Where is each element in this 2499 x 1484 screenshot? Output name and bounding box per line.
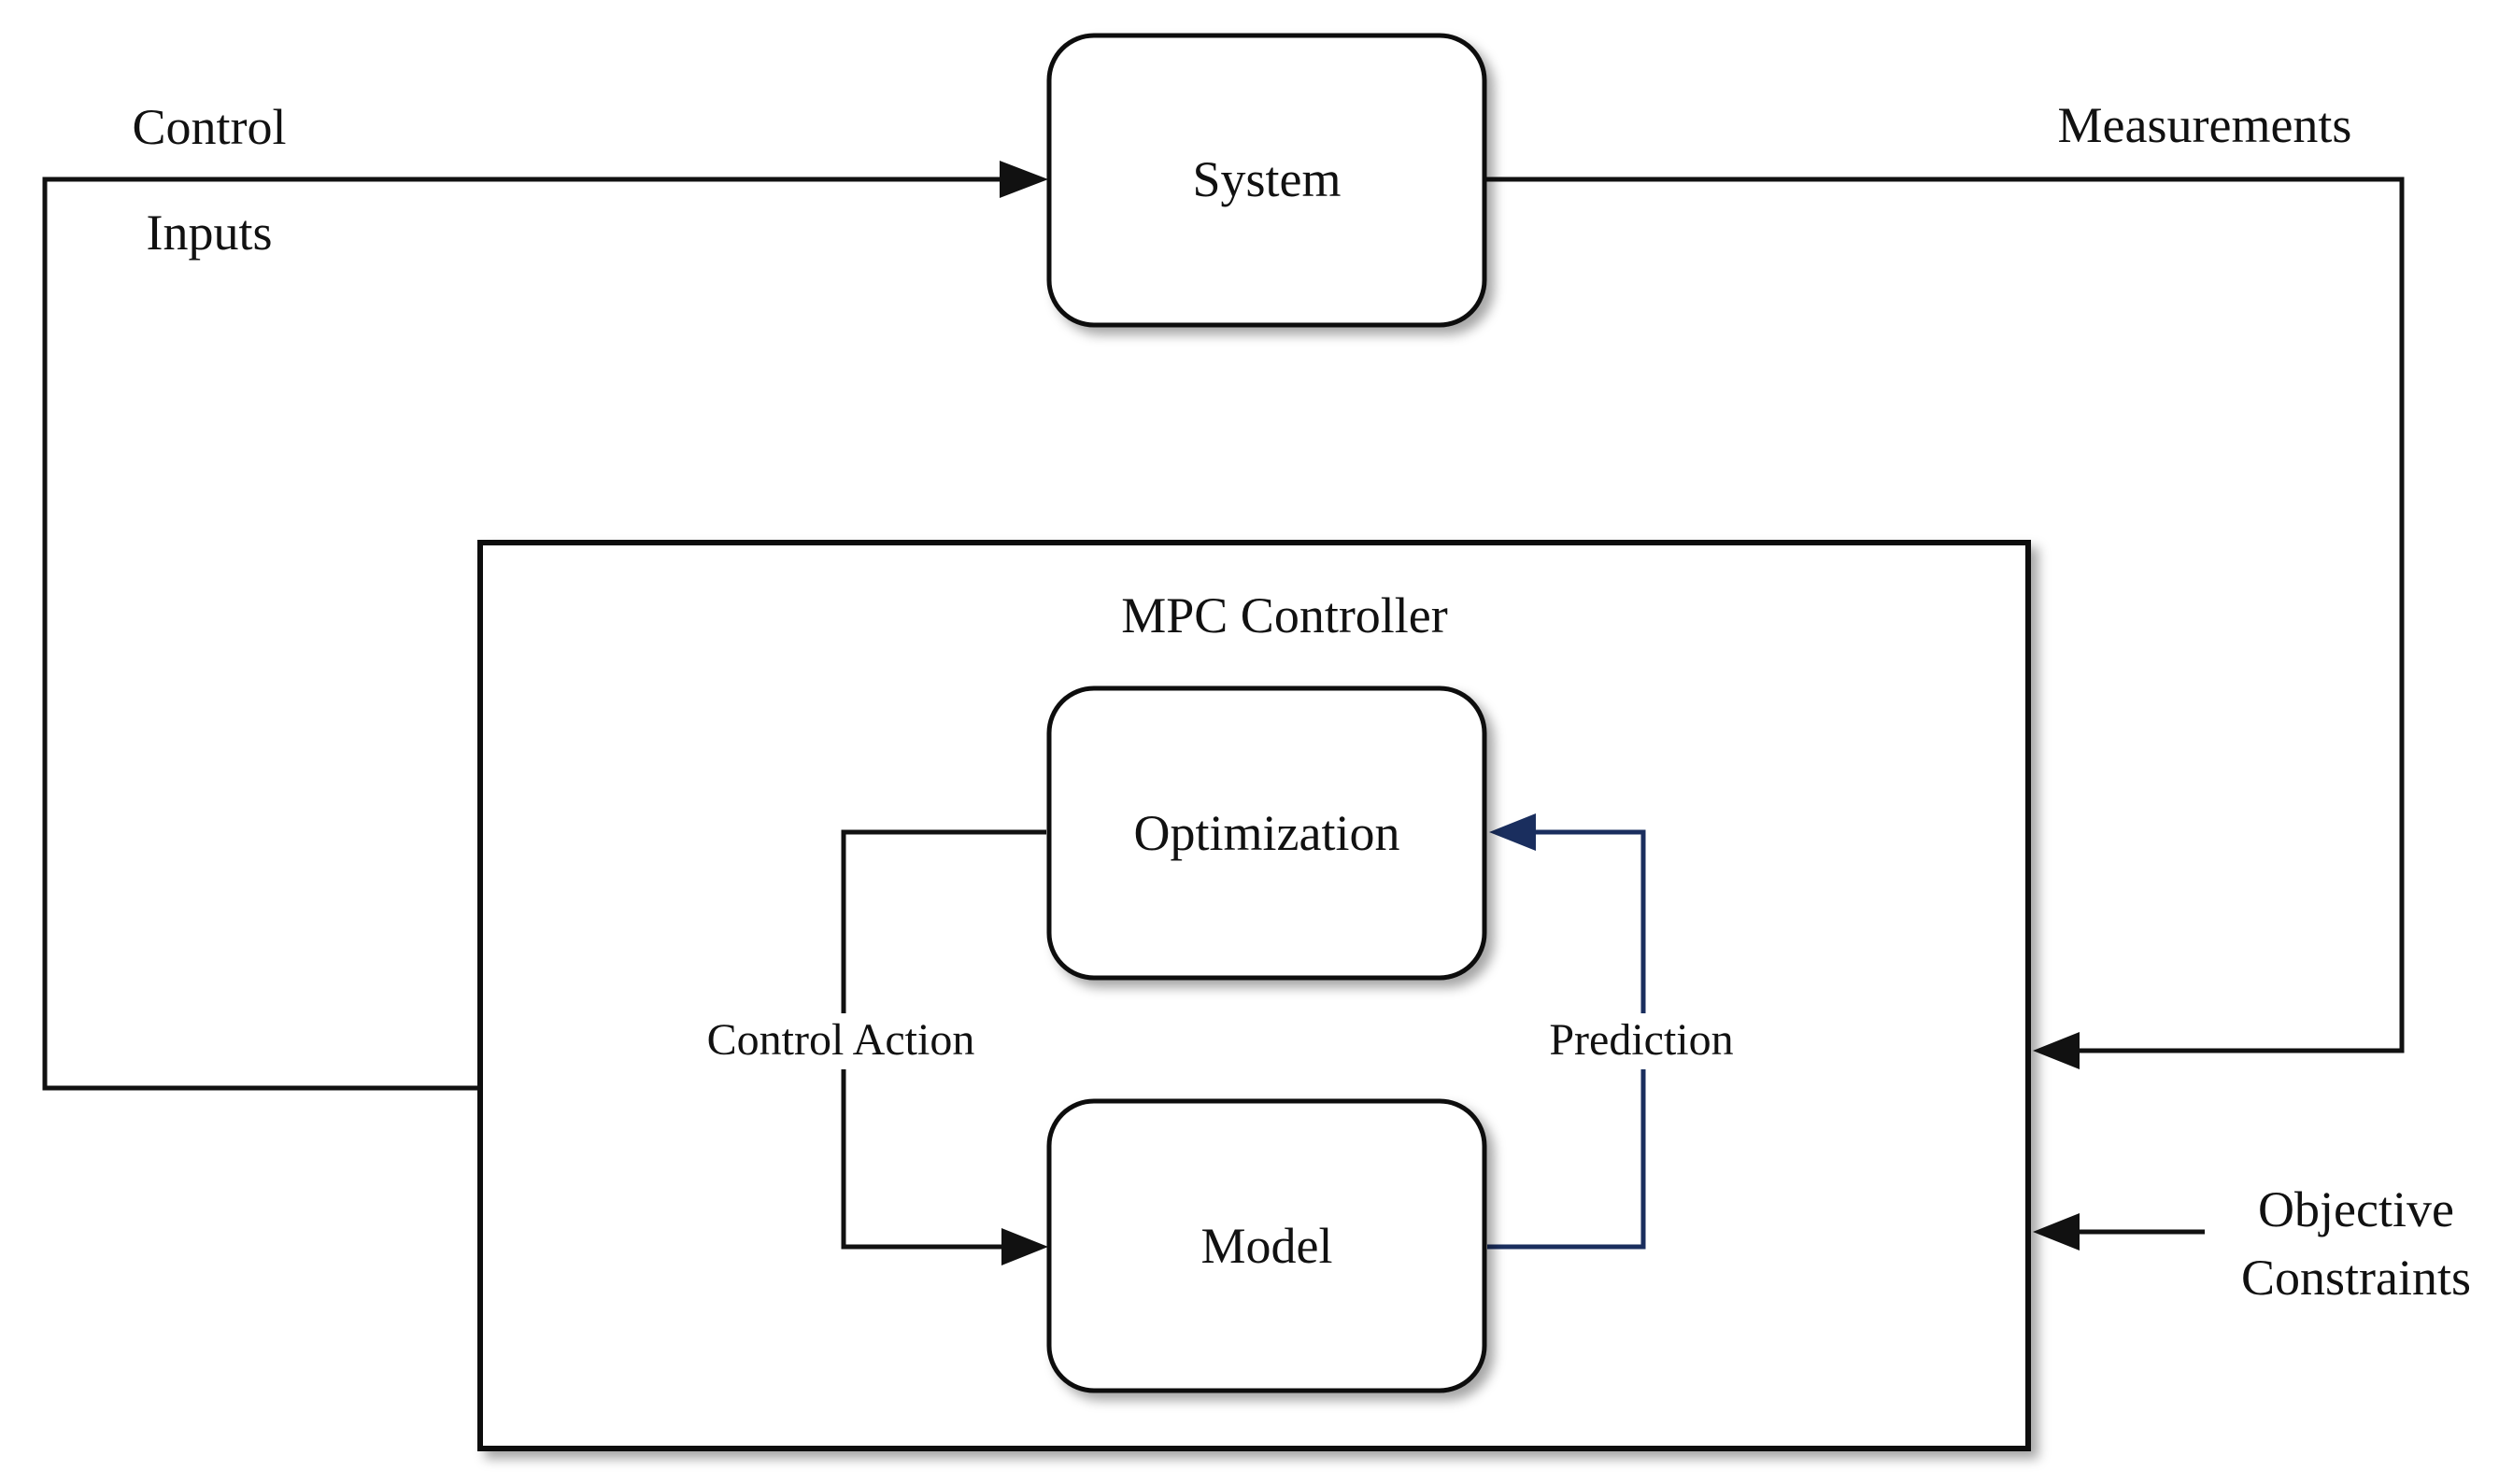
constraints-label: Constraints — [2241, 1250, 2471, 1306]
measurements-label: Measurements — [2058, 97, 2352, 153]
system-node: System — [1046, 33, 1487, 328]
model-node: Model — [1046, 1098, 1487, 1393]
objective-label: Objective — [2258, 1181, 2454, 1237]
inputs-label: Inputs — [147, 205, 273, 261]
control-inputs-line — [42, 177, 1037, 1091]
system-label: System — [1192, 151, 1341, 207]
measurements-arrowhead — [2033, 1032, 2080, 1069]
prediction-label-bg — [1540, 1013, 1747, 1069]
control-action-label-bg — [691, 1013, 990, 1069]
measurements-line — [1485, 177, 2405, 1053]
control-action-label: Control Action — [707, 1015, 975, 1065]
optimization-node: Optimization — [1046, 685, 1487, 981]
control-inputs-arrowhead — [1000, 161, 1048, 198]
objective-constraints-arrowhead — [2033, 1213, 2080, 1251]
mpc-controller-label: MPC Controller — [1121, 587, 1448, 643]
optimization-label: Optimization — [1134, 805, 1400, 861]
prediction-arrowhead — [1489, 813, 1536, 851]
model-label: Model — [1201, 1218, 1333, 1274]
control-label: Control — [132, 99, 286, 155]
prediction-label: Prediction — [1549, 1015, 1733, 1065]
control-action-arrowhead — [1001, 1228, 1048, 1265]
